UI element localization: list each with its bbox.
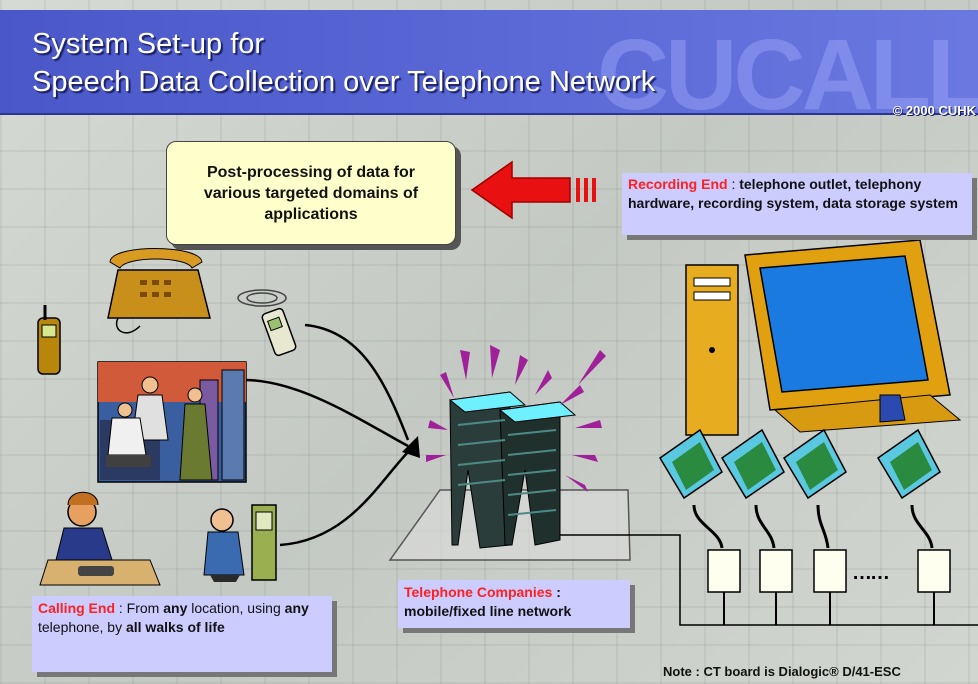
title-bar: CUCALL System Set-up for Speech Data Col…	[0, 10, 978, 131]
desk-phone-icon	[107, 248, 211, 334]
telephone-companies-description: mobile/fixed line network	[404, 603, 572, 619]
slide-title-line2: Speech Data Collection over Telephone Ne…	[32, 66, 656, 98]
ct-board-icon	[658, 428, 941, 500]
calling-end-walks: all walks of life	[125, 619, 225, 635]
post-processing-text: Post-processing of data for various targ…	[203, 163, 419, 223]
recording-end-separator: :	[727, 176, 740, 192]
calling-end-label: Calling End	[38, 600, 115, 616]
business-people-icon	[97, 361, 247, 483]
ct-board-note: Note : CT board is Dialogic® D/41-ESC	[663, 664, 901, 679]
computer-icon	[685, 239, 962, 436]
telephone-companies-callout: Telephone Companies : mobile/fixed line …	[398, 580, 630, 628]
board-cables	[692, 504, 934, 549]
copyright-notice: © 2000 CUHK	[892, 103, 976, 118]
recording-end-callout: Recording End : telephone outlet, teleph…	[622, 173, 972, 235]
calling-end-text-3: telephone, by	[38, 619, 126, 635]
cordless-phone-icon	[237, 289, 297, 357]
connection-line-office	[243, 378, 409, 448]
calling-end-text-2: location, using	[187, 600, 285, 616]
connection-line-cordless	[304, 323, 410, 441]
red-arrow-icon	[470, 160, 596, 220]
telephone-companies-separator: :	[552, 584, 561, 600]
caller-connections	[243, 323, 411, 547]
recording-end-description: telephone outlet, telephony hardware, re…	[628, 176, 958, 211]
cucall-watermark: CUCALL	[596, 19, 978, 131]
connection-arrowhead	[402, 436, 420, 458]
telephone-companies-label: Telephone Companies	[404, 584, 553, 600]
recording-end-label: Recording End	[628, 176, 728, 192]
calling-end-text-1: : From	[115, 600, 164, 616]
phone-outlet-icon	[707, 549, 951, 625]
outlet-ellipsis: ……	[852, 562, 890, 584]
woman-on-phone-icon	[39, 491, 161, 586]
calling-end-any-2: any	[284, 600, 309, 616]
mobile-phone-icon	[37, 305, 61, 375]
post-processing-callout: Post-processing of data for various targ…	[166, 141, 456, 245]
payphone-user-icon	[203, 504, 277, 582]
telephone-towers-icon	[426, 345, 606, 549]
calling-end-any-1: any	[163, 600, 188, 616]
slide-title-line1: System Set-up for	[32, 28, 265, 60]
connection-line-payphone	[279, 449, 411, 547]
calling-end-callout: Calling End : From any location, using a…	[32, 596, 332, 672]
